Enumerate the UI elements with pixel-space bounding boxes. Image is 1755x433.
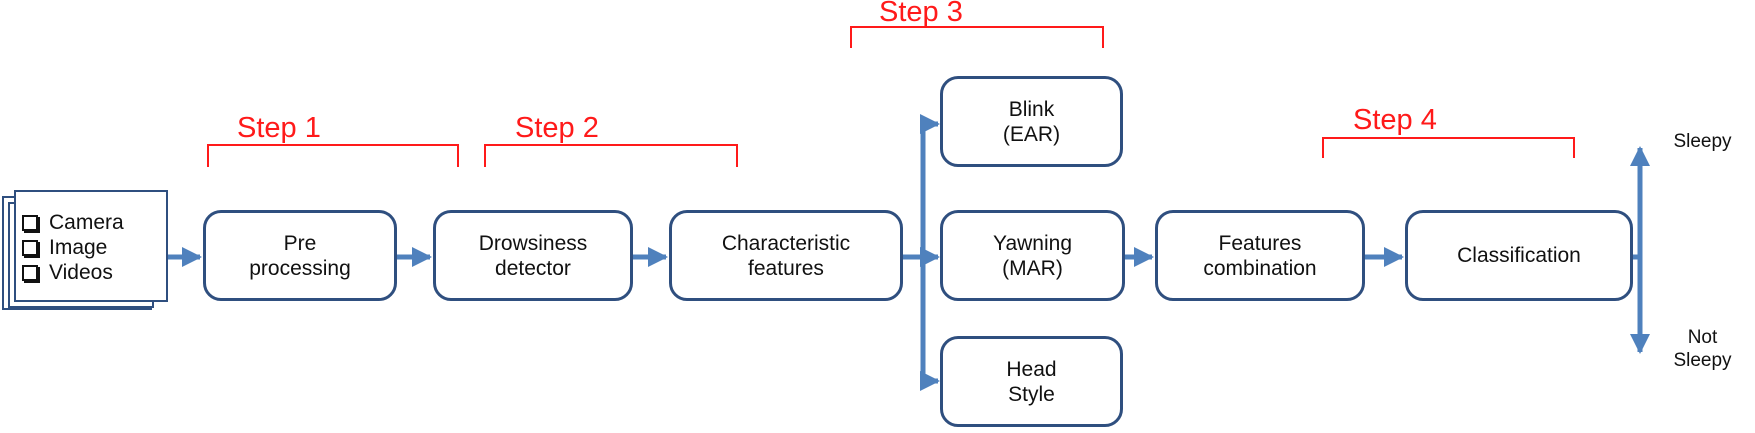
- step3-label: Step 3: [879, 0, 963, 28]
- step4-bracket: [1322, 137, 1575, 158]
- checkbox-icon: [22, 239, 38, 256]
- source-camera: Camera: [22, 210, 124, 235]
- yawning-mar-box: Yawning (MAR): [940, 210, 1125, 301]
- checkbox-icon: [22, 264, 38, 281]
- input-frame-front: [14, 190, 168, 302]
- characteristic-features-box: Characteristic features: [669, 210, 903, 301]
- checkbox-icon: [22, 214, 38, 231]
- classification-box: Classification: [1405, 210, 1633, 301]
- step3-bracket: [850, 26, 1104, 48]
- head-style-box: Head Style: [940, 336, 1123, 427]
- preprocessing-box: Pre processing: [203, 210, 397, 301]
- features-combination-box: Features combination: [1155, 210, 1365, 301]
- step1-label: Step 1: [237, 112, 321, 144]
- step4-label: Step 4: [1353, 104, 1437, 136]
- source-videos: Videos: [22, 260, 124, 285]
- blink-ear-box: Blink (EAR): [940, 76, 1123, 167]
- drowsiness-detector-box: Drowsiness detector: [433, 210, 633, 301]
- step2-bracket: [484, 144, 738, 167]
- step1-bracket: [207, 144, 459, 167]
- step2-label: Step 2: [515, 112, 599, 144]
- output-not-sleepy-label: Not Sleepy: [1673, 327, 1732, 371]
- input-sources-list: Camera Image Videos: [22, 210, 124, 285]
- source-image: Image: [22, 235, 124, 260]
- output-sleepy-label: Sleepy: [1673, 131, 1732, 152]
